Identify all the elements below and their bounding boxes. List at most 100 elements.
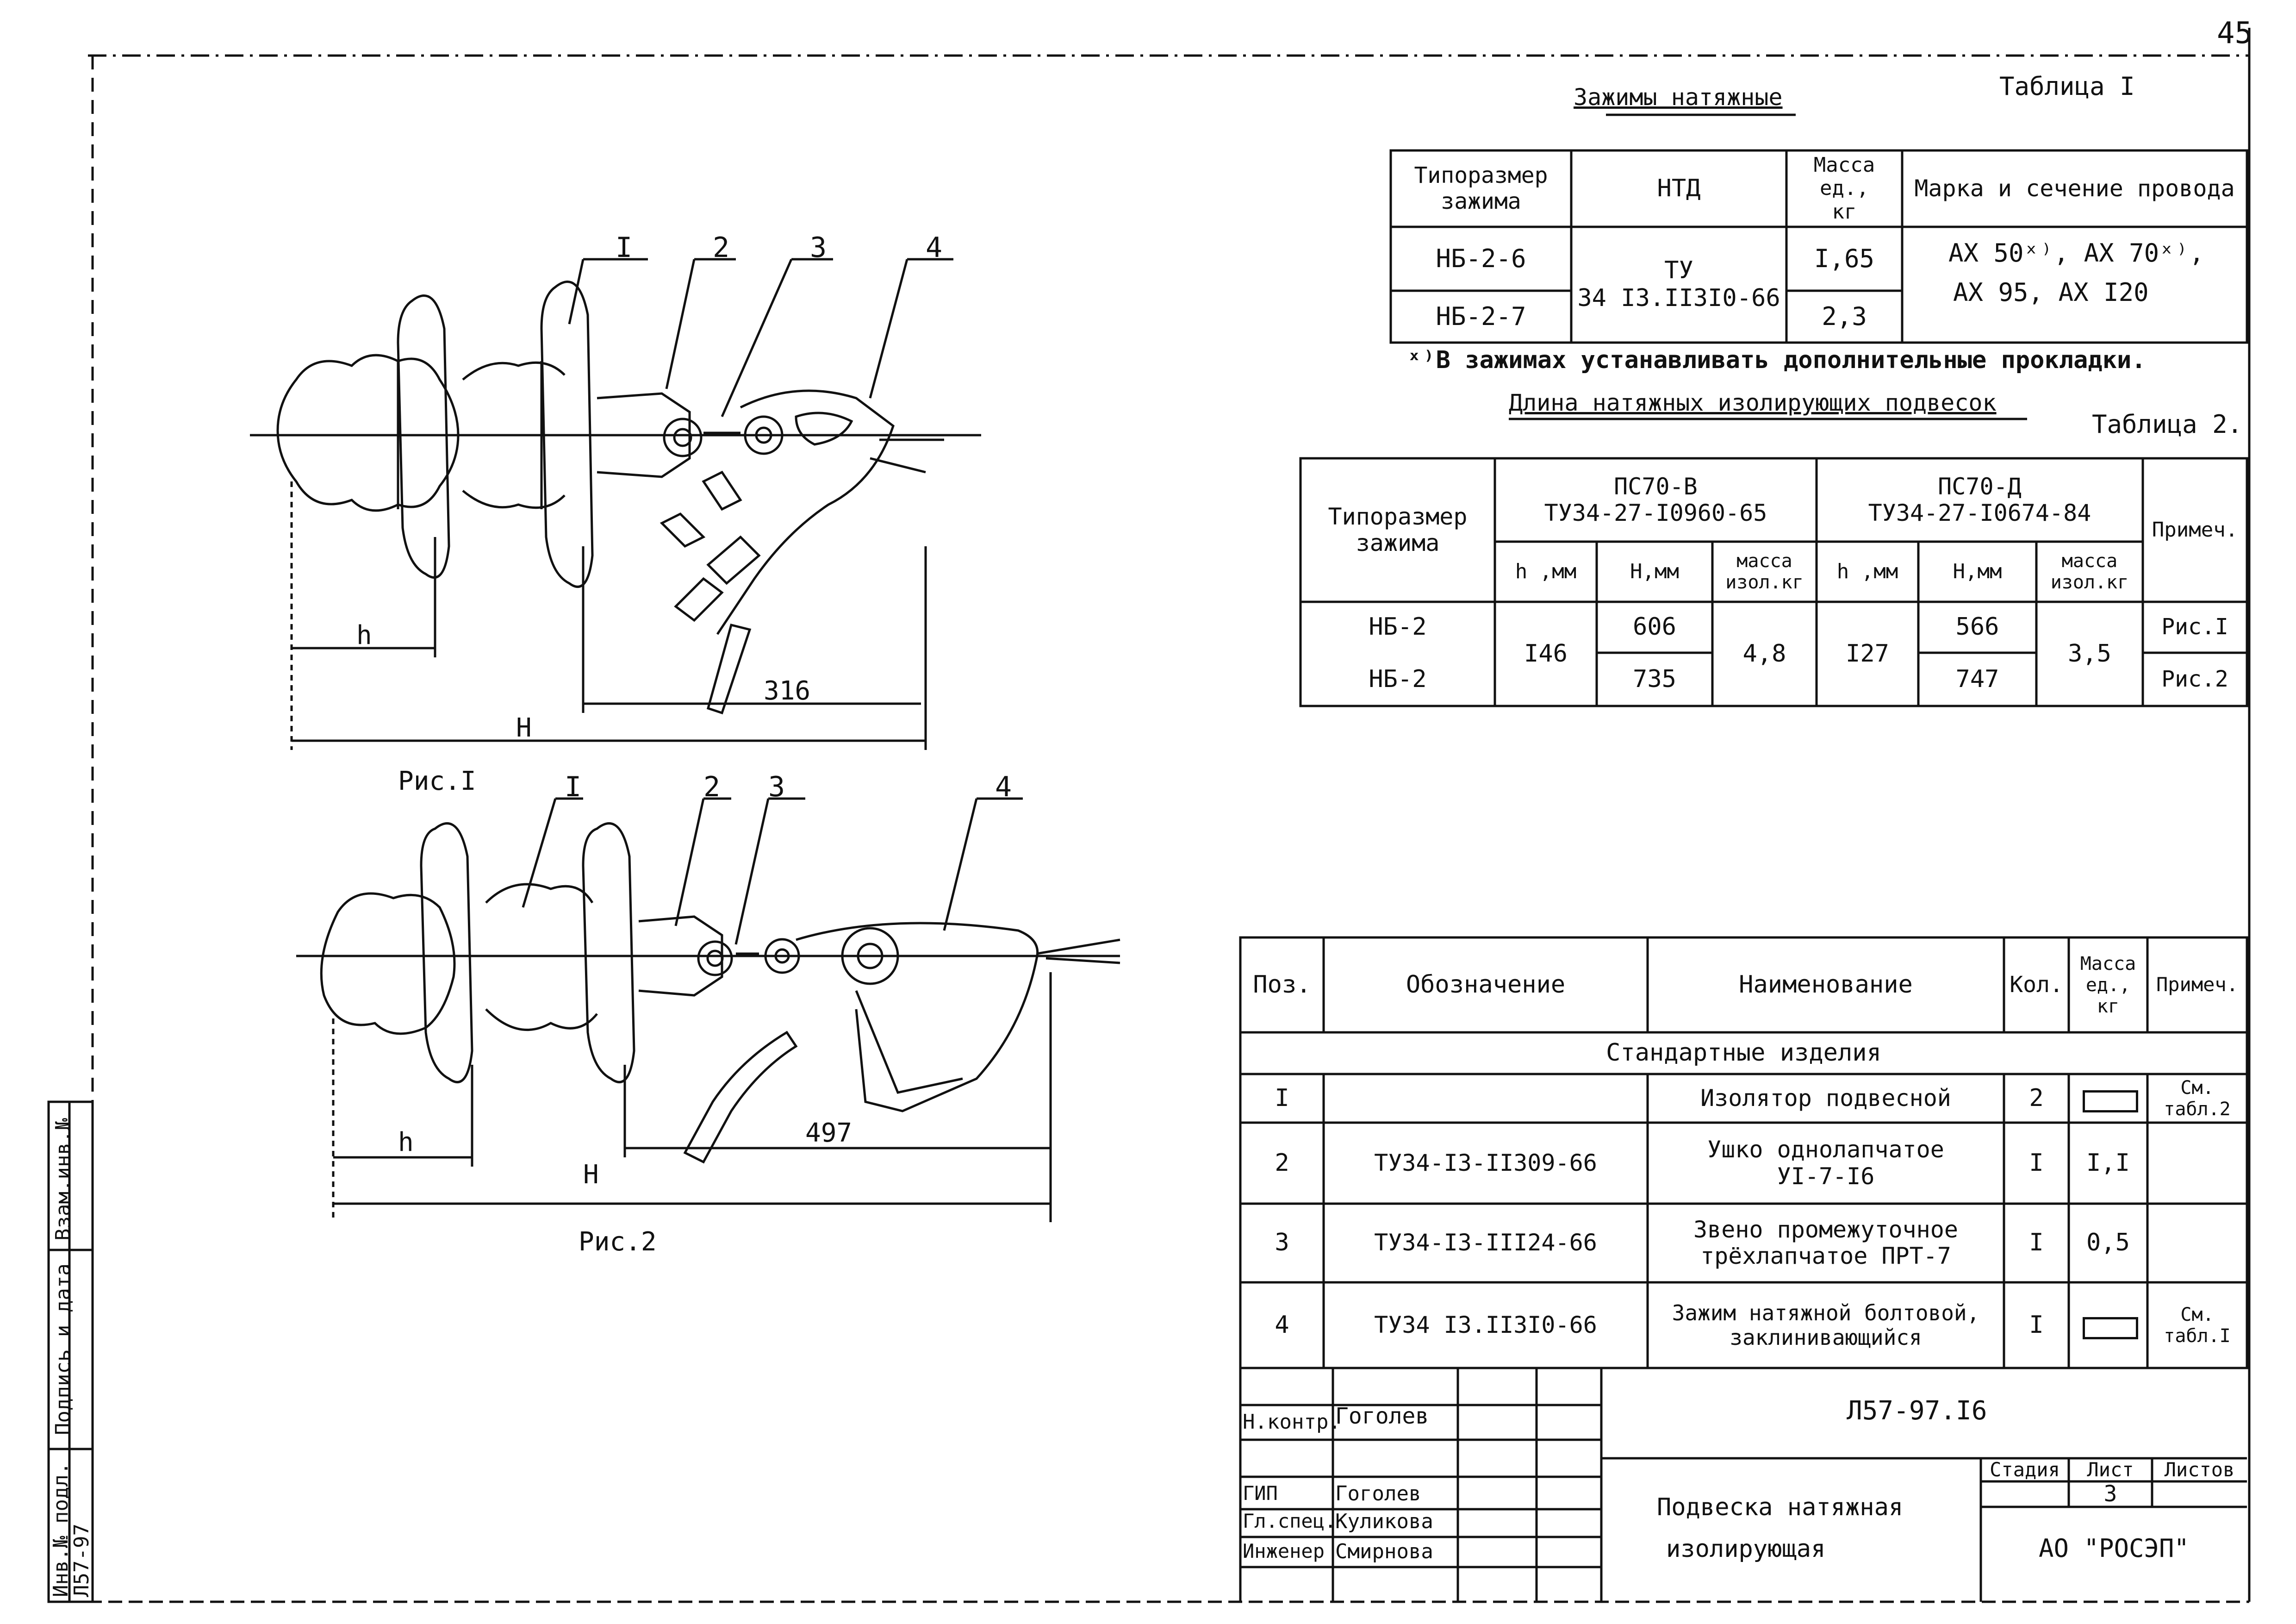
spec-row2-pos: 2 (1275, 1149, 1289, 1177)
fig1-label-1: I (616, 231, 633, 264)
table2-h2: I27 (1846, 639, 1889, 668)
spec-row3-mass: 0,5 (2086, 1229, 2130, 1257)
spec-row3-note (2147, 1204, 2247, 1282)
spec-row4-qty: I (2029, 1311, 2044, 1339)
sign-name-engineer: Смирнова (1335, 1540, 1433, 1563)
table2-row2-type: НБ-2 (1369, 665, 1427, 693)
spec-row3-pos: 3 (1275, 1229, 1289, 1257)
spec-header-qty: Кол. (2010, 971, 2063, 998)
sign-name-ncontr: Гоголев (1335, 1403, 1429, 1429)
table1-wire-line2: АХ 95, АХ I20 (1953, 278, 2149, 307)
sheets-label: Листов (2164, 1458, 2235, 1481)
spec-row2-qty: I (2029, 1149, 2044, 1177)
table2-mass1: 4,8 (1742, 639, 1786, 668)
table2-sub-mass1: масса изол.кг (1725, 550, 1804, 593)
sign-name-glspec: Куликова (1335, 1510, 1433, 1533)
stage-label: Стадия (1990, 1458, 2060, 1481)
spec-header-pos: Поз. (1253, 970, 1311, 999)
spec-row4-mass-box (2083, 1317, 2138, 1339)
title-line2: изолирующая (1666, 1535, 1826, 1563)
table2-row1-H1: 606 (1633, 613, 1676, 641)
spec-row1-mass-box (2083, 1090, 2138, 1112)
table2-sub-h2: h ,мм (1836, 559, 1898, 583)
spec-row4-code: ТУ34 I3.II3I0-66 (1374, 1311, 1597, 1338)
fig2-label-2: 2 (703, 771, 721, 803)
stamp-replace-inv: Взам.инв.№ (51, 1118, 75, 1241)
stamp-inv-orig-value: Л57-97 (70, 1524, 93, 1597)
figure1-drawing (250, 258, 981, 750)
table1-wire-line1: АХ 50ˣ⁾, АХ 70ˣ⁾, (1948, 238, 2204, 268)
title-line1: Подвеска натяжная (1657, 1493, 1904, 1521)
table1-caption: Таблица I (1999, 72, 2135, 101)
table2-caption: Таблица 2. (2092, 410, 2243, 439)
table2-row1-type: НБ-2 (1369, 613, 1427, 641)
table2-row1-note: Рис.I (2161, 614, 2228, 640)
spec-row4-name: Зажим натяжной болтовой, заклинивающийся (1672, 1300, 1980, 1350)
fig1-dim-H: Н (516, 713, 532, 743)
table2-sub-mass2: масса изол.кг (2050, 550, 2129, 593)
table2-row2-H2: 747 (1955, 665, 1999, 693)
stamp-sign-date: Подпись и дата (51, 1263, 75, 1435)
fig1-label-2: 2 (713, 231, 730, 264)
sheet-label: Лист (2087, 1458, 2134, 1481)
spec-row2-name: Ушко однолапчатое УI-7-I6 (1707, 1136, 1944, 1190)
table1-row1-type: НБ-2-6 (1436, 244, 1526, 273)
spec-row3-code: ТУ34-I3-III24-66 (1374, 1229, 1597, 1256)
sign-name-gip: Гоголев (1335, 1482, 1421, 1505)
table1-row2-mass: 2,3 (1822, 301, 1867, 331)
page-number: 45 (2217, 16, 2253, 50)
organization: АО "РОСЭП" (2038, 1533, 2190, 1563)
table2-row1-H2: 566 (1955, 613, 1999, 641)
table1-footnote: ˣ⁾В зажимах устанавливать дополнительные… (1407, 346, 2146, 374)
sign-role-ncontr: Н.контр. (1243, 1410, 1341, 1434)
fig1-label-3: 3 (810, 231, 827, 264)
fig2-dim-h: h (398, 1127, 414, 1157)
table1-frame (1389, 149, 2248, 344)
table2-sub-H2: Н,мм (1953, 559, 2002, 583)
spec-row2-mass: I,I (2086, 1149, 2130, 1177)
table2-h1: I46 (1524, 639, 1568, 668)
table1-row2-type: НБ-2-7 (1436, 301, 1526, 331)
table2-sub-h1: h ,мм (1515, 559, 1577, 583)
fig2-label-1: I (565, 771, 582, 803)
fig1-dim-316: 316 (764, 676, 811, 706)
sign-role-engineer: Инженер (1243, 1540, 1325, 1562)
fig1-dim-h: h (356, 620, 372, 650)
table1-ntd: ТУ 34 I3.II3I0-66 (1577, 256, 1780, 312)
fig2-dim-497: 497 (805, 1118, 852, 1148)
fig1-label-4: 4 (926, 231, 943, 264)
spec-row3-qty: I (2029, 1229, 2044, 1257)
table1-header-ntd: НТД (1657, 174, 1701, 202)
sign-role-glspec: Гл.спец. (1243, 1510, 1337, 1532)
fig1-caption: Рис.I (398, 766, 476, 796)
table2-row2-note: Рис.2 (2161, 666, 2228, 692)
spec-row4-note: См. табл.I (2164, 1304, 2231, 1347)
fig2-label-4: 4 (995, 771, 1012, 803)
table1-header-mass: Масса ед., кг (1813, 153, 1875, 224)
document-code: Л57-97.I6 (1847, 1396, 1987, 1426)
table2-header-note: Примеч. (2152, 518, 2238, 542)
spec-header-name: Наименование (1739, 970, 1913, 999)
spec-row2-note (2147, 1123, 2247, 1204)
sign-role-gip: ГИП (1243, 1482, 1278, 1505)
table1-header-type: Типоразмер зажима (1414, 162, 1548, 214)
figure2-drawing (296, 797, 1120, 1222)
fig2-caption: Рис.2 (579, 1227, 657, 1257)
spec-row1-name: Изолятор подвесной (1700, 1084, 1951, 1112)
stamp-inv-orig: Инв.№ подл. (49, 1462, 73, 1597)
spec-row2-code: ТУ34-I3-II309-66 (1374, 1149, 1597, 1176)
table2-sub-H1: Н,мм (1630, 559, 1679, 583)
spec-header-mass: Масса ед., кг (2080, 953, 2136, 1017)
spec-header-note: Примеч. (2156, 973, 2238, 996)
spec-row1-pos: I (1275, 1084, 1289, 1112)
spec-header-code: Обозначение (1406, 970, 1566, 999)
fig2-label-3: 3 (768, 771, 785, 803)
table2-header-group1: ПС70-В ТУ34-27-I0960-65 (1544, 473, 1767, 526)
table2-frame (1299, 457, 2248, 707)
table2-header-group2: ПС70-Д ТУ34-27-I0674-84 (1868, 473, 2091, 526)
table2-row2-H1: 735 (1633, 665, 1676, 693)
table2-header-type: Типоразмер зажима (1328, 503, 1468, 556)
table2-mass2: 3,5 (2068, 639, 2111, 668)
sheet-value: 3 (2103, 1480, 2117, 1507)
